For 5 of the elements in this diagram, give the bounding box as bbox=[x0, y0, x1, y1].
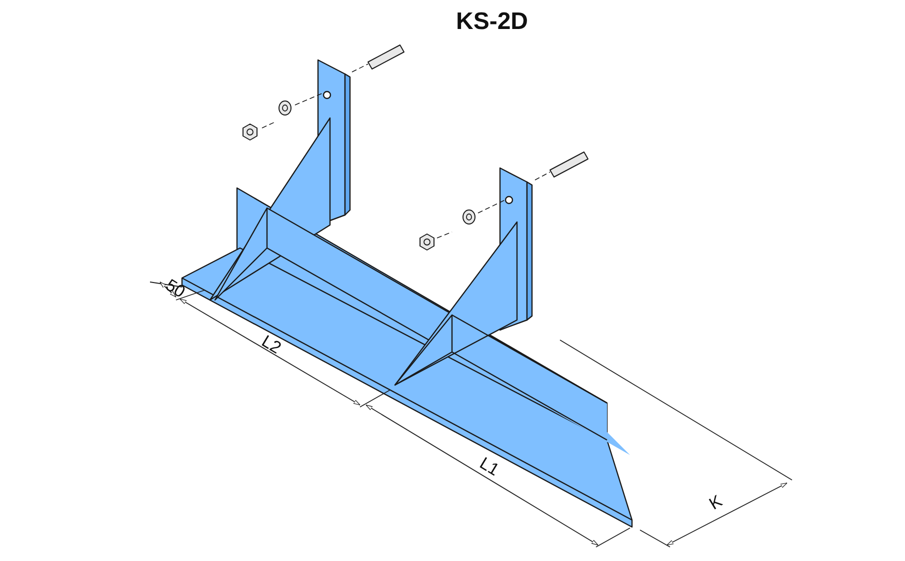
title: KS-2D bbox=[456, 8, 528, 36]
dimension-label: L2 bbox=[258, 332, 284, 357]
dimension-label: 50 bbox=[162, 276, 188, 301]
dimension-label: K bbox=[706, 492, 725, 513]
dimension-label: L1 bbox=[476, 454, 502, 479]
